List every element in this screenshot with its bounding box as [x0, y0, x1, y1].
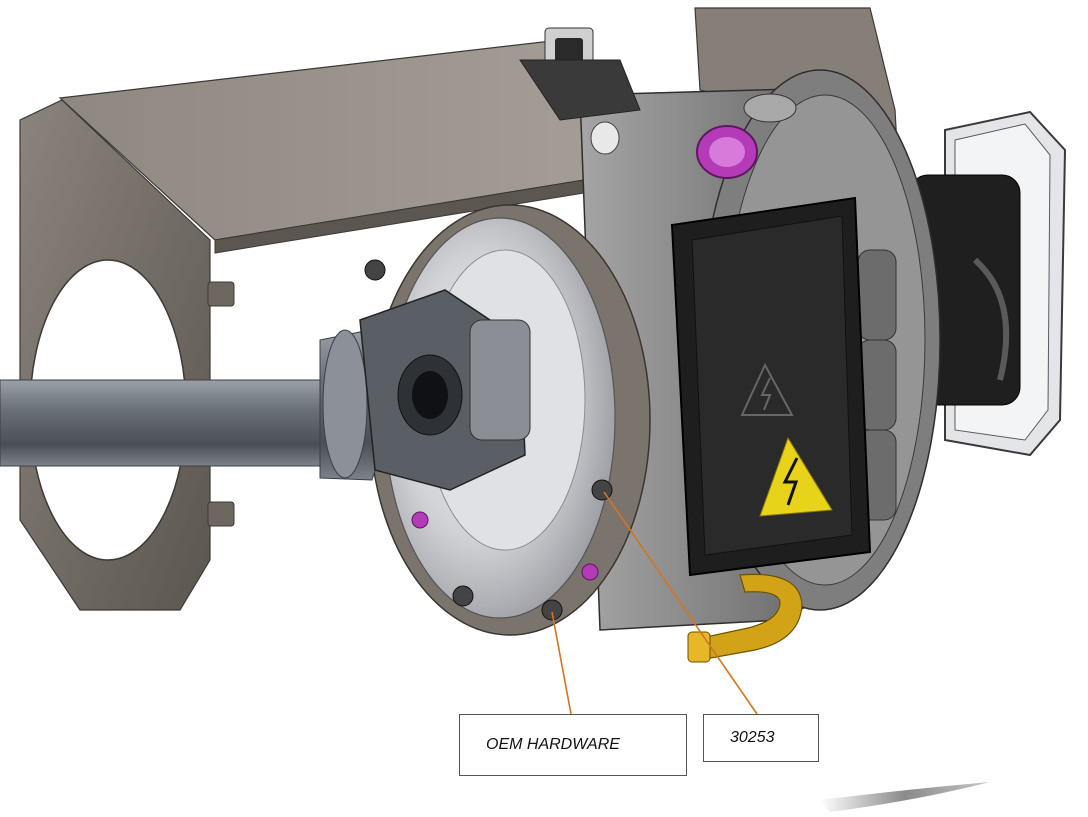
lightning-warning-icon [759, 436, 833, 517]
leader-line-oem-hardware [551, 611, 572, 715]
callout-oem-hardware-label: OEM HARDWARE [486, 736, 620, 753]
mounting-bracket [19, 99, 235, 611]
floor-shadow [820, 782, 990, 812]
callout-part-number: 30253 [703, 714, 819, 762]
callout-part-number-label: 30253 [730, 729, 775, 746]
rear-flange [909, 110, 1067, 457]
u-joint-yoke [359, 289, 531, 491]
terminal-cover [670, 196, 872, 577]
caution-lightning-icon [740, 362, 794, 416]
hose-fitting [687, 573, 803, 663]
leader-line-30253 [603, 491, 758, 715]
callout-oem-hardware: OEM HARDWARE [459, 714, 687, 776]
